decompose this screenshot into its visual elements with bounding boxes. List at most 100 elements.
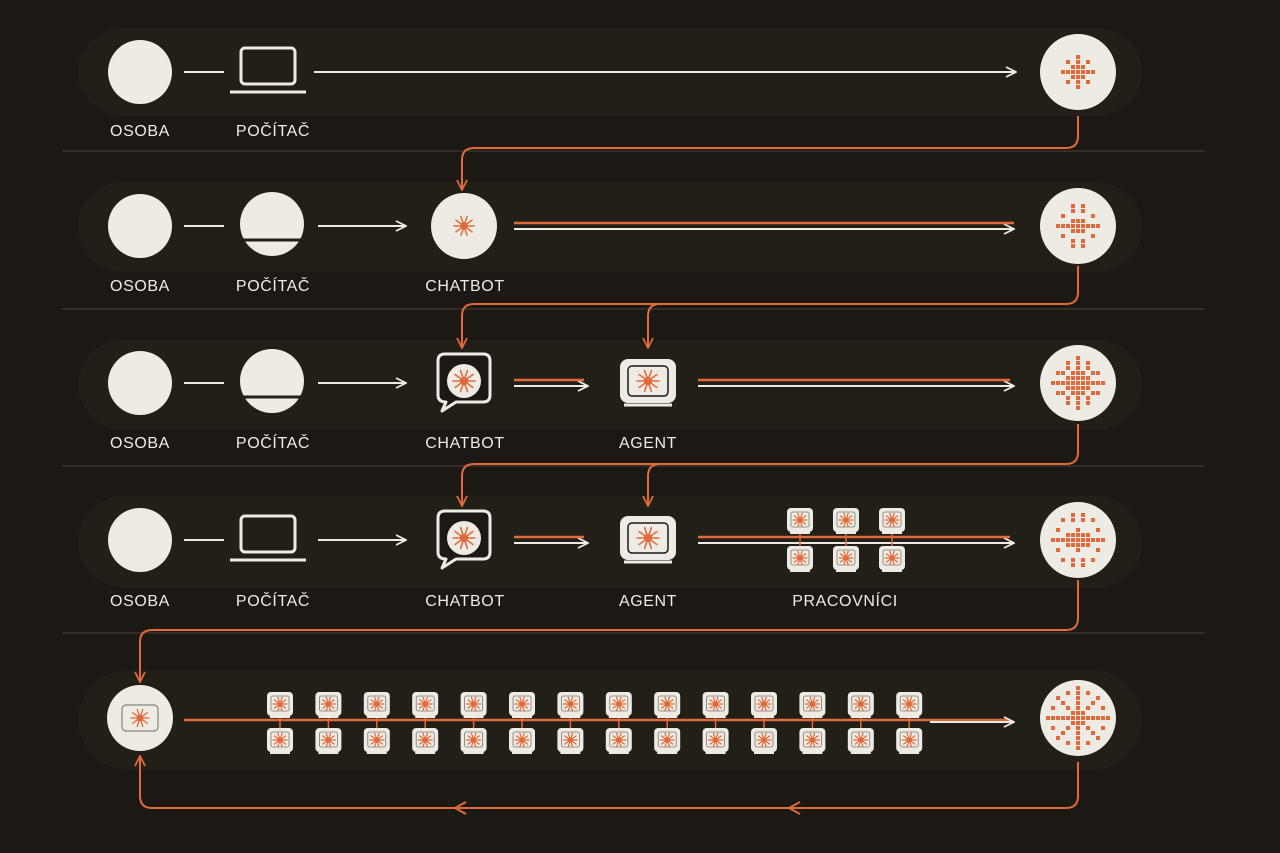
spark-icon	[901, 696, 917, 712]
spark-icon	[514, 696, 530, 712]
chatbot-circle-icon	[431, 193, 497, 259]
spark-icon	[636, 369, 660, 393]
flow-connector-3-4	[462, 424, 1079, 506]
flow-connector-2-3b	[648, 303, 661, 348]
workers-grid	[267, 692, 923, 754]
label-computer: POČÍTAČ	[236, 433, 310, 452]
computer-blob-icon	[240, 192, 304, 256]
worker-tile-icon	[412, 692, 439, 718]
burst-pixels	[1046, 686, 1110, 750]
spark-icon	[707, 732, 724, 748]
spark-icon	[792, 512, 808, 528]
spark-icon	[636, 526, 660, 550]
spark-icon	[369, 732, 385, 748]
flow-connector-2-3	[462, 266, 1079, 348]
spark-icon	[320, 696, 336, 712]
spark-icon	[611, 696, 627, 712]
spark-icon	[562, 732, 579, 748]
worker-tile-icon	[605, 728, 632, 754]
worker-tile-icon	[833, 546, 859, 572]
label-person: OSOBA	[110, 123, 170, 140]
worker-tile-icon	[847, 728, 874, 754]
spark-icon	[453, 215, 475, 237]
flow-connector-4-5	[140, 580, 1079, 682]
burst-icon	[1040, 34, 1116, 110]
spark-icon	[659, 732, 675, 748]
worker-tile-icon	[460, 692, 487, 718]
spark-icon	[452, 526, 476, 550]
burst-pixels	[1056, 204, 1100, 248]
person-node	[108, 508, 172, 572]
agent-node	[107, 685, 173, 751]
worker-tile-icon	[509, 728, 535, 754]
laptop-icon	[230, 514, 306, 562]
worker-tile-icon	[267, 692, 293, 718]
spark-icon	[838, 512, 854, 528]
return-arrow-mark	[786, 801, 801, 815]
worker-tile-icon	[509, 692, 535, 718]
worker-tile-icon	[654, 692, 681, 718]
worker-tile-icon	[847, 692, 874, 718]
label-person: OSOBA	[110, 278, 170, 295]
spark-icon	[756, 696, 772, 712]
worker-tile-icon	[460, 728, 487, 754]
label-chatbot: CHATBOT	[425, 593, 504, 610]
burst-icon	[1040, 502, 1116, 578]
worker-tile-icon	[363, 692, 390, 718]
label-person: OSOBA	[110, 435, 170, 452]
spark-icon	[417, 732, 433, 748]
burst-pixels	[1061, 55, 1095, 89]
person-node	[108, 194, 172, 258]
worker-tile-icon	[787, 546, 813, 572]
worker-tile-icon	[896, 692, 923, 718]
spark-icon	[452, 369, 476, 393]
worker-tile-icon	[557, 728, 584, 754]
spark-icon	[272, 732, 288, 748]
worker-tile-icon	[751, 692, 777, 718]
spark-icon	[320, 732, 336, 748]
agent-monitor-icon	[620, 359, 676, 407]
flow-return-loop	[140, 756, 1079, 809]
spark-icon	[838, 550, 854, 566]
return-arrow-mark	[452, 801, 467, 815]
spark-icon	[466, 696, 482, 712]
worker-tile-icon	[787, 508, 813, 534]
spark-icon	[417, 696, 433, 712]
laptop-icon	[230, 46, 306, 94]
worker-tile-icon	[879, 546, 905, 572]
worker-tile-icon	[267, 728, 293, 754]
spark-icon	[562, 696, 579, 712]
label-chatbot: CHATBOT	[425, 435, 504, 452]
spark-icon	[130, 708, 150, 728]
person-node	[108, 40, 172, 104]
spark-icon	[804, 732, 821, 748]
spark-icon	[853, 732, 869, 748]
spark-icon	[901, 732, 917, 748]
worker-tile-icon	[363, 728, 390, 754]
spark-icon	[369, 696, 385, 712]
label-agent: AGENT	[619, 593, 677, 610]
row-band-2	[78, 182, 1142, 272]
worker-tile-icon	[751, 728, 777, 754]
label-workers: PRACOVNÍCI	[792, 591, 898, 610]
worker-tile-icon	[605, 692, 632, 718]
burst-icon	[1040, 345, 1116, 421]
worker-tile-icon	[799, 692, 826, 718]
worker-tile-icon	[654, 728, 681, 754]
label-agent: AGENT	[619, 435, 677, 452]
spark-icon	[884, 512, 900, 528]
burst-icon	[1040, 188, 1116, 264]
spark-icon	[514, 732, 530, 748]
flow-connector-3-4b	[648, 463, 661, 506]
worker-tile-icon	[557, 692, 584, 718]
worker-tile-icon	[702, 692, 729, 718]
spark-icon	[804, 696, 821, 712]
worker-tile-icon	[833, 508, 859, 534]
burst-pixels	[1051, 513, 1105, 567]
worker-tile-icon	[315, 692, 342, 718]
worker-tile-icon	[879, 508, 905, 534]
chat-bubble-icon	[436, 352, 492, 413]
spark-icon	[611, 732, 627, 748]
label-chatbot: CHATBOT	[425, 278, 504, 295]
agent-monitor-icon	[620, 516, 676, 564]
